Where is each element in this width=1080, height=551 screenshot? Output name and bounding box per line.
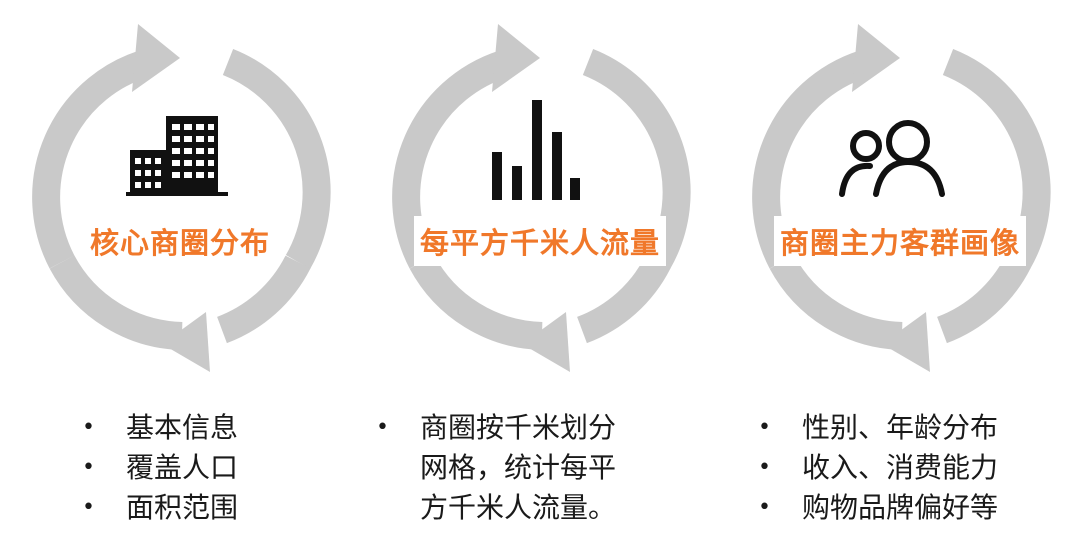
bullet-icon: • (758, 415, 771, 440)
panel-title: 商圈主力客群画像 (773, 216, 1026, 266)
list-item: • 性别、年龄分布 (758, 408, 998, 448)
bullet-icon: • (758, 455, 771, 480)
list-item: • 基本信息 (82, 408, 238, 448)
bullet-icon: • (82, 495, 95, 520)
list-item: • 购物品牌偏好等 (758, 488, 998, 528)
panel-customer-portrait: 商圈主力客群画像 • 性别、年龄分布 • 收入、消费能力 • 购物品牌偏好等 (720, 0, 1080, 551)
cycle-arrows (392, 24, 691, 372)
bar-chart-icon (492, 100, 580, 200)
list-item: • 收入、消费能力 (758, 448, 998, 488)
panel-pedestrian-flow: 每平方千米人流量 • 商圈按千米划分 网格，统计每平 方千米人流量。 (360, 0, 720, 551)
bullet-icon: • (376, 415, 389, 440)
bullet-text: 商圈按千米划分 网格，统计每平 方千米人流量。 (420, 411, 617, 524)
panel-core-business-district: 核心商圈分布 • 基本信息 • 覆盖人口 • 面积范围 (0, 0, 360, 551)
bullet-text: 收入、消费能力 (802, 451, 999, 484)
panel-title: 核心商圈分布 (83, 216, 276, 266)
list-item: • 覆盖人口 (82, 448, 238, 488)
bullet-text: 覆盖人口 (126, 451, 239, 484)
bullet-list: • 基本信息 • 覆盖人口 • 面积范围 (82, 408, 238, 528)
cycle-arrows (752, 24, 1051, 372)
bullet-list: • 性别、年龄分布 • 收入、消费能力 • 购物品牌偏好等 (758, 408, 998, 528)
bullet-text: 基本信息 (126, 411, 239, 444)
list-item: • 商圈按千米划分 网格，统计每平 方千米人流量。 (376, 408, 660, 528)
bullet-icon: • (82, 415, 95, 440)
title-container: 核心商圈分布 (0, 212, 360, 270)
bullet-text: 面积范围 (126, 491, 239, 524)
bullet-icon: • (82, 455, 95, 480)
bullet-text: 性别、年龄分布 (802, 411, 999, 444)
list-item: • 面积范围 (82, 488, 238, 528)
bullet-list: • 商圈按千米划分 网格，统计每平 方千米人流量。 (376, 408, 660, 528)
title-container: 每平方千米人流量 (360, 212, 720, 270)
people-icon (839, 120, 945, 197)
title-container: 商圈主力客群画像 (720, 212, 1080, 270)
bullet-text: 购物品牌偏好等 (802, 491, 999, 524)
cycle-arrows (32, 24, 331, 372)
office-building-icon (126, 116, 228, 196)
bullet-icon: • (758, 495, 771, 520)
panel-title: 每平方千米人流量 (413, 216, 666, 266)
